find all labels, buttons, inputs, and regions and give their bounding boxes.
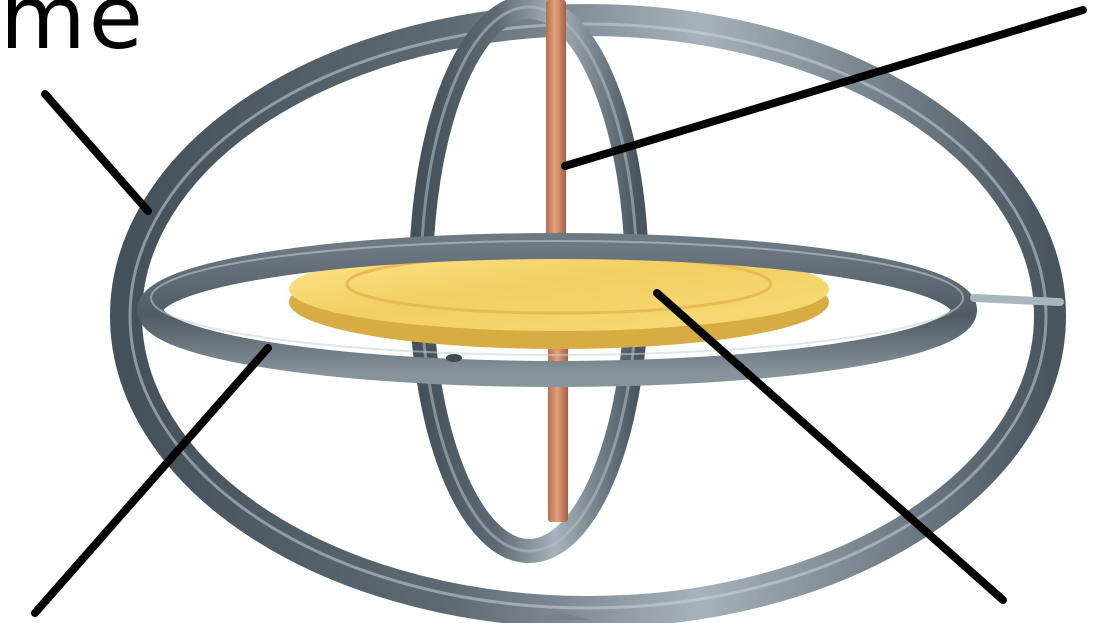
leader-line-frame: [45, 94, 148, 211]
